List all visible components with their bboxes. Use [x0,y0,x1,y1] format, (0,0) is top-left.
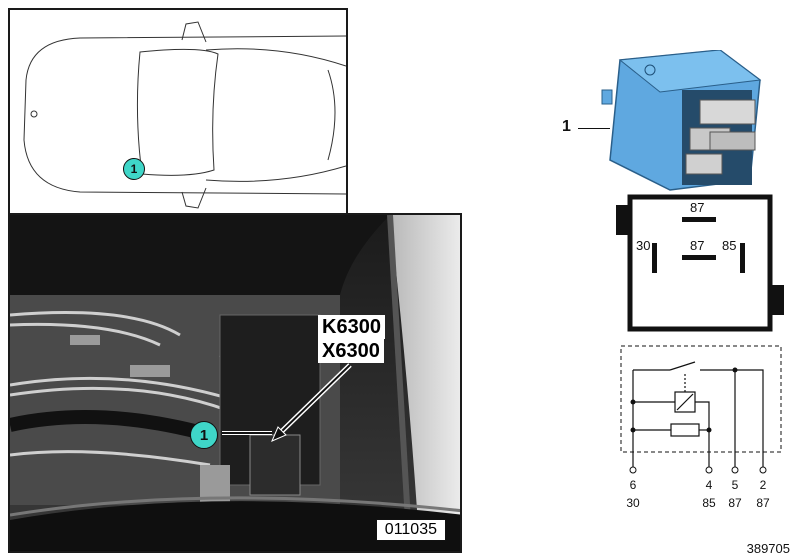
relay-schematic: 6 30 4 85 5 87 2 87 [615,340,795,540]
engine-bay-photo-panel: K6300 X6300 1 011035 [8,213,462,553]
car-location-panel: 1 [8,8,348,216]
relay-part [590,49,790,195]
relay-pin-left-label: 30 [636,238,651,253]
diagram-id: 389705 [746,541,790,556]
relay-part-callout: 1 [562,118,571,135]
relay-illustration [601,49,762,191]
photo-callout-1: 1 [190,421,218,449]
relay-leader-line [578,128,610,129]
schematic-pin-5-terminal: 87 [728,496,742,510]
relay-pin-center-label: 87 [690,238,705,253]
photo-image-number: 011035 [375,519,446,541]
schematic-pin-2-number: 2 [759,478,767,492]
relay-pin-layout-drawing [616,194,784,332]
schematic-pin-5-number: 5 [731,478,739,492]
schematic-pin-2-terminal: 87 [756,496,770,510]
relay-pin-top-label: 87 [690,200,705,215]
car-outline-drawing [23,21,346,209]
schematic-pin-6-number: 6 [629,478,637,492]
schematic-pin-4-terminal: 85 [702,496,716,510]
photo-label-k6300: K6300 [318,315,385,339]
engine-bay-photo [10,215,460,551]
relay-pin-layout: 87 30 87 85 [612,193,792,333]
relay-pin-right-label: 85 [722,238,737,253]
relay-schematic-drawing [620,345,782,474]
car-callout-1: 1 [123,158,145,180]
schematic-pin-4-number: 4 [705,478,713,492]
photo-label-x6300: X6300 [318,339,384,363]
schematic-pin-6-terminal: 30 [626,496,640,510]
